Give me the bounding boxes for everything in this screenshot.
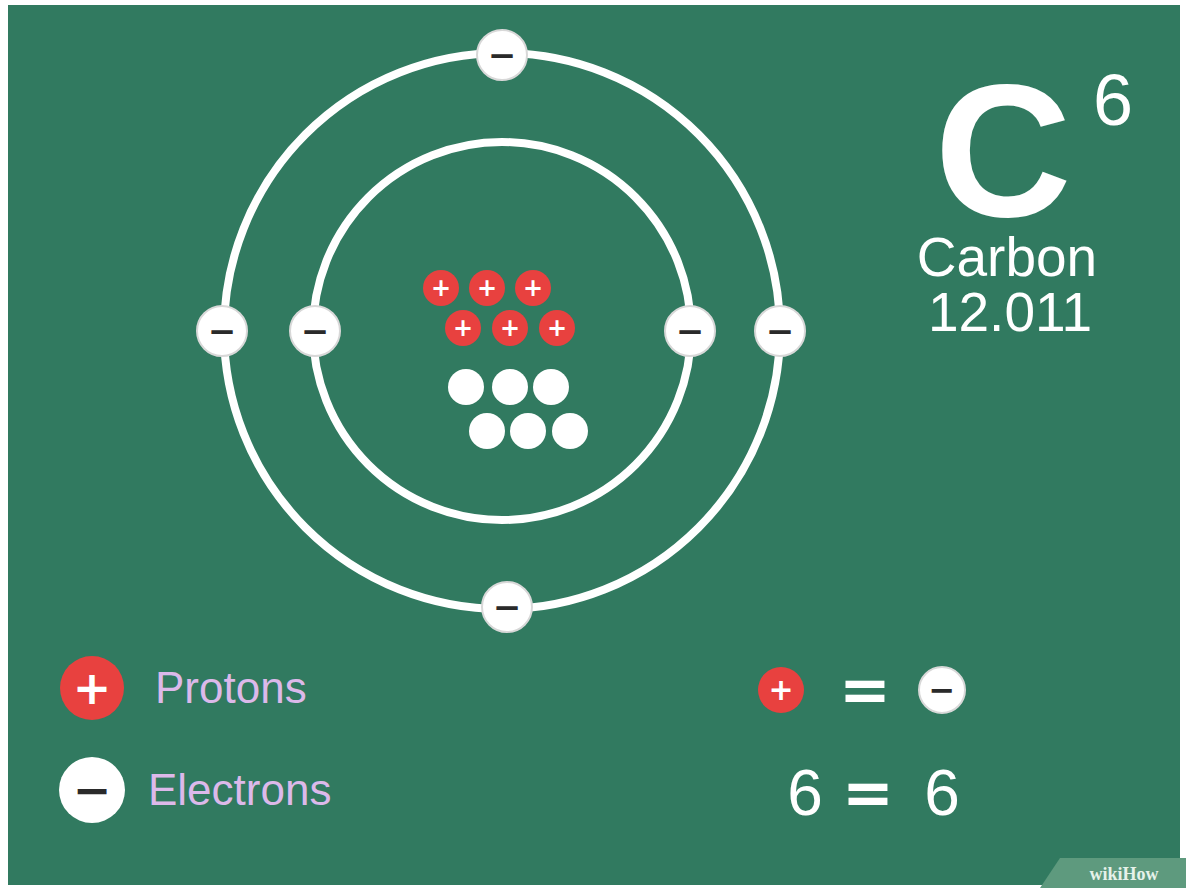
charge-sign: − (493, 590, 522, 624)
equals-sign: = (842, 762, 894, 824)
electron-circle: − (754, 305, 806, 357)
charge-sign: + (477, 276, 497, 300)
charge-sign: + (431, 276, 451, 300)
legend-text: Protons (155, 666, 307, 710)
neutron (448, 369, 484, 405)
electron-circle: − (289, 305, 341, 357)
element-symbol: C (934, 55, 1071, 245)
atomic-number: 6 (1093, 64, 1133, 136)
atomic-mass: 12.011 (928, 285, 1092, 340)
electron-circle: − (476, 29, 528, 81)
proton-circle: + (492, 310, 528, 346)
proton-circle: + (515, 270, 551, 306)
chalkboard (8, 5, 1180, 885)
electron-circle: − (664, 305, 716, 357)
proton-circle: + (758, 667, 804, 713)
proton-circle: + (469, 270, 505, 306)
charge-sign: + (523, 276, 543, 300)
element-name: Carbon (917, 230, 1097, 285)
charge-sign: − (766, 314, 795, 348)
proton-circle: + (539, 310, 575, 346)
charge-sign: − (929, 674, 956, 706)
electron-circle: − (918, 666, 966, 714)
charge-sign: + (768, 675, 793, 705)
neutron (469, 413, 505, 449)
electron-circle: − (196, 305, 248, 357)
watermark-band (1040, 858, 1186, 888)
equals-sign: = (839, 659, 891, 721)
count-number: 6 (924, 761, 960, 825)
charge-sign: − (488, 38, 517, 72)
legend-sign: − (73, 767, 112, 813)
proton-circle: + (445, 310, 481, 346)
charge-sign: + (547, 316, 567, 340)
outer-orbit (224, 53, 780, 609)
inner-orbit (313, 142, 691, 520)
neutron (552, 413, 588, 449)
legend-text: Electrons (148, 768, 331, 812)
charge-sign: − (301, 314, 330, 348)
neutrons (448, 369, 588, 449)
neutron (533, 369, 569, 405)
charge-sign: + (500, 316, 520, 340)
count-number: 6 (787, 761, 823, 825)
electron-circle: − (481, 581, 533, 633)
proton-circle: + (423, 270, 459, 306)
neutron (492, 369, 528, 405)
watermark: wikiHow (1089, 865, 1158, 883)
legend-sign: + (73, 665, 112, 711)
charge-sign: − (676, 314, 705, 348)
charge-sign: + (453, 316, 473, 340)
neutron (510, 413, 546, 449)
charge-sign: − (208, 314, 237, 348)
